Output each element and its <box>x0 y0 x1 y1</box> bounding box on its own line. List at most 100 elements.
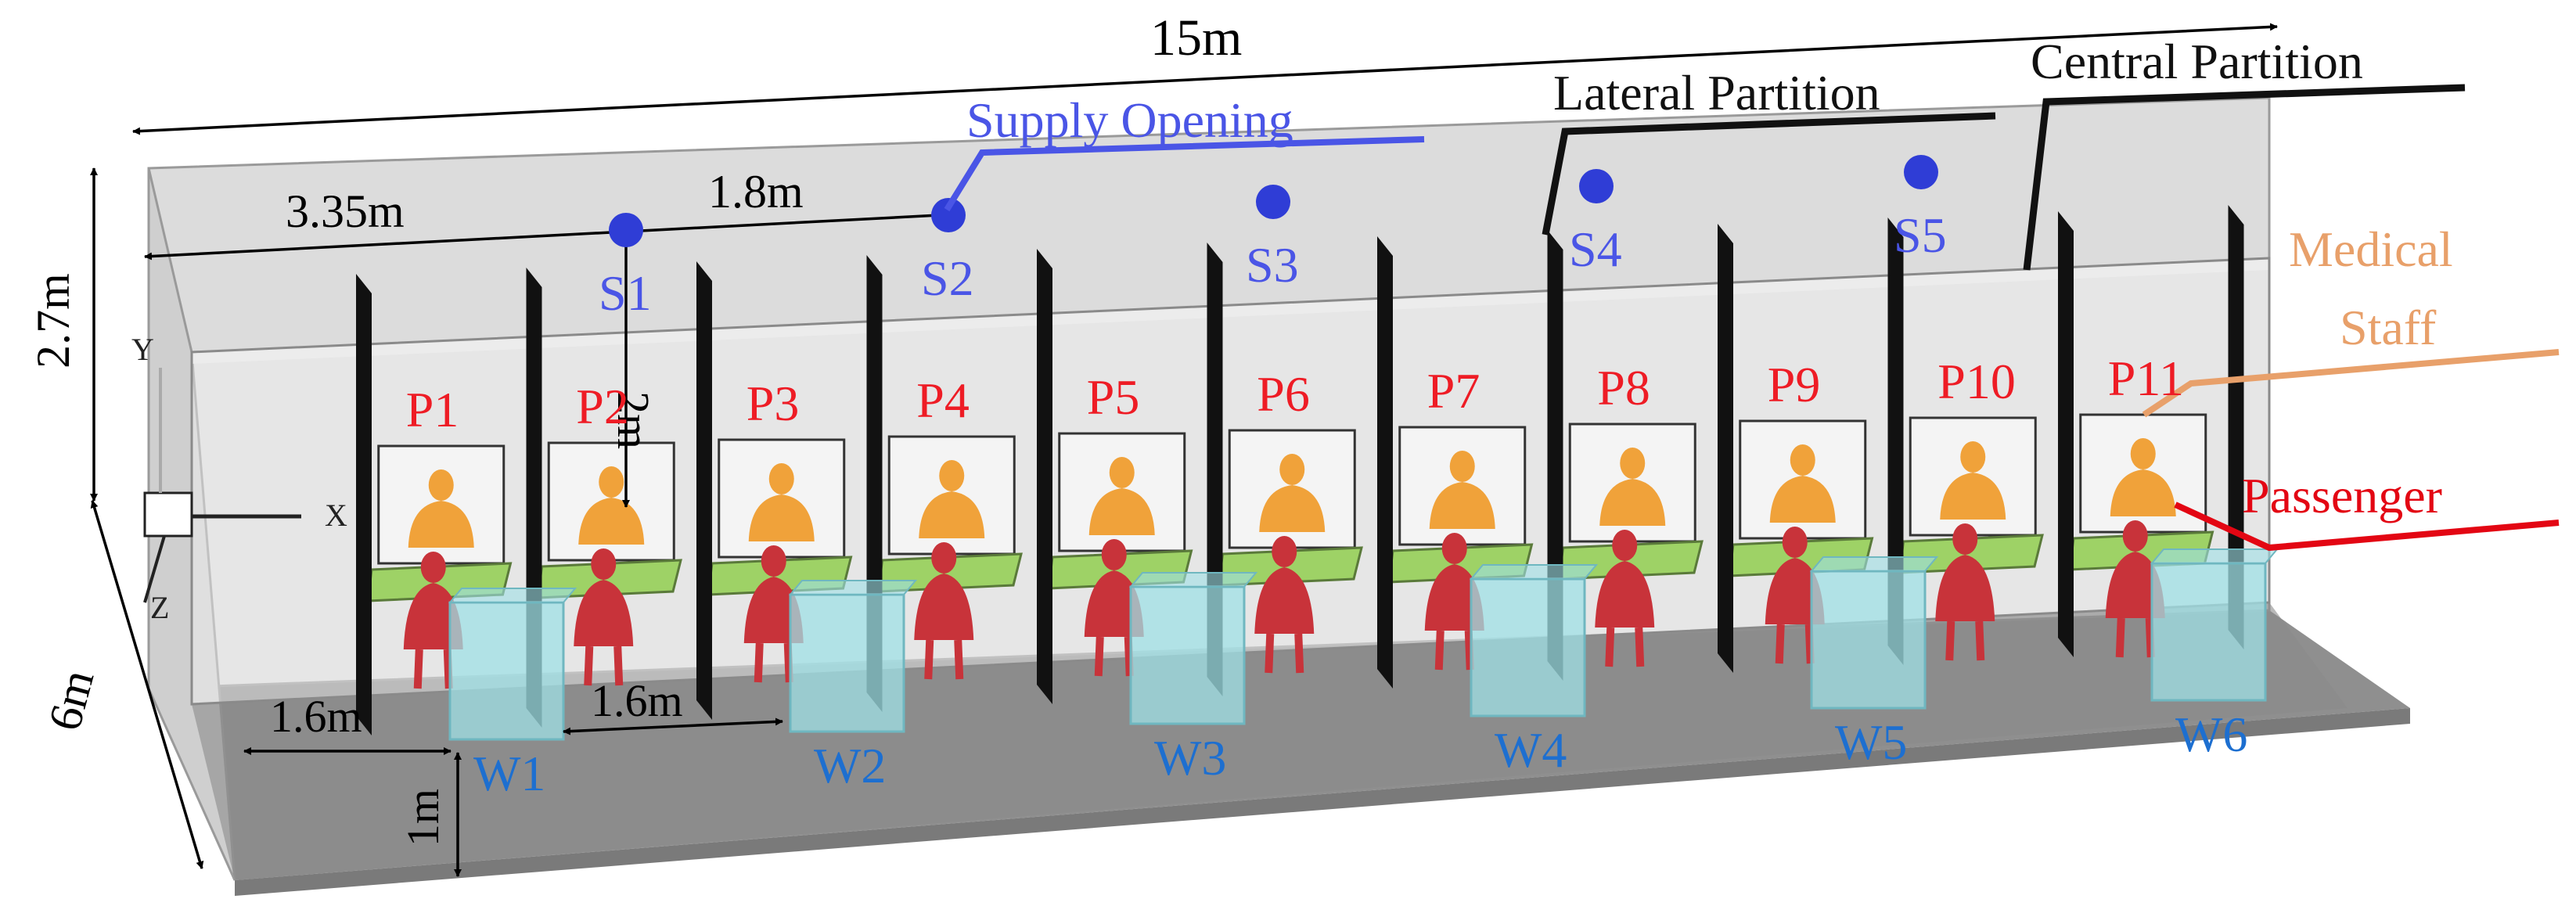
passenger-figure <box>1935 523 1995 661</box>
lateral-partition-leader <box>1542 112 1996 236</box>
callouts: Supply Opening Lateral Partition Central… <box>944 34 2560 552</box>
window-label: W3 <box>1154 730 1226 786</box>
supply-opening-label: Supply Opening <box>966 92 1293 148</box>
booth-width-a-label: 1.6m <box>270 691 362 742</box>
medical-staff-label-line2: Staff <box>2340 300 2437 355</box>
depth-label: 6m <box>38 664 104 735</box>
central-partition-label: Central Partition <box>2031 34 2363 89</box>
staff-position-label: P5 <box>1087 369 1140 425</box>
staff-position-label: P2 <box>576 379 629 434</box>
floor-band <box>235 708 2410 896</box>
booth <box>1898 416 2044 661</box>
booth <box>707 438 853 683</box>
spacing-label: 1.8m <box>708 166 804 218</box>
booth-width-b-label: 1.6m <box>591 675 683 726</box>
medical-staff-label-line1: Medical <box>2289 221 2453 277</box>
passenger-label: Passenger <box>2242 468 2442 523</box>
passenger-figure <box>574 548 634 686</box>
passenger-leader <box>2174 502 2560 552</box>
staff-position-label: P8 <box>1597 360 1650 415</box>
medical-staff-figure <box>1429 451 1495 529</box>
supply-opening-id-label: S1 <box>599 265 652 321</box>
height-label: 2.7m <box>27 273 79 369</box>
window <box>788 580 918 733</box>
medical-staff-figure <box>1088 457 1155 535</box>
medical-staff-figure <box>2110 438 2176 516</box>
lateral-partition <box>696 261 712 720</box>
lateral-partition <box>1887 218 1904 665</box>
axis-origin-box <box>143 491 193 538</box>
staff-position-label: P7 <box>1427 363 1480 419</box>
supply-opening-dot <box>1904 155 1938 189</box>
supply-opening-dot <box>609 213 643 247</box>
staff-position-label: P3 <box>747 376 800 431</box>
supply-openings-layer <box>609 155 1938 247</box>
medical-staff-figure <box>578 466 645 545</box>
y-axis-label: Y <box>131 332 154 367</box>
supply-opening-leader <box>944 136 1425 212</box>
booth <box>876 435 1023 680</box>
booth <box>2068 413 2214 658</box>
supply-opening-id-label: S3 <box>1246 237 1299 293</box>
staff-position-label: P4 <box>916 372 970 428</box>
passenger-figure <box>1084 539 1144 677</box>
window-height-label: 1m <box>398 789 448 847</box>
depth-dimension-line <box>90 500 204 869</box>
passenger-figure <box>1595 530 1655 667</box>
staff-position-label: P11 <box>2108 351 2184 406</box>
z-axis-label: Z <box>150 590 169 625</box>
lateral-partition <box>1377 236 1393 689</box>
supply-opening-dot <box>1256 185 1290 219</box>
medical-staff-figure <box>1769 444 1836 523</box>
supply-opening-dot <box>931 198 966 232</box>
medical-staff-figure <box>1259 454 1326 532</box>
booth <box>1557 423 1704 667</box>
window-label: W1 <box>473 746 545 801</box>
length-label: 15m <box>1150 9 1242 67</box>
lateral-partition <box>2228 205 2244 649</box>
window-label: W4 <box>1495 722 1567 778</box>
window-label: W6 <box>2175 707 2247 762</box>
supply-opening-dot <box>1579 169 1614 203</box>
passenger-figure <box>1254 536 1315 674</box>
medical-staff-figure <box>919 460 985 538</box>
axis-triad: X Y Z <box>131 332 347 625</box>
central-partition-leader <box>2023 84 2466 271</box>
booth <box>1217 429 1363 674</box>
staff-position-label: P10 <box>1937 354 2016 409</box>
spacing-dimension-line <box>625 211 940 236</box>
passenger-figure <box>743 545 804 683</box>
supply-height-label: 2m <box>608 391 659 449</box>
booth <box>1728 419 1874 664</box>
passenger-figure <box>1424 533 1484 671</box>
staff-position-label: P9 <box>1768 357 1821 412</box>
offset-dimension-line <box>144 228 627 261</box>
supply-opening-id-label: S2 <box>921 250 974 306</box>
booth-width-b-dimension-line <box>563 717 783 735</box>
medical-staff-leader <box>2142 349 2560 418</box>
x-axis-label: X <box>325 498 347 533</box>
window <box>1128 572 1258 725</box>
window <box>2150 548 2279 702</box>
passenger-figure <box>914 542 974 680</box>
passenger-figure <box>1765 527 1825 664</box>
medical-staff-figure <box>1599 448 1666 526</box>
window-label: W2 <box>814 738 886 793</box>
booth <box>366 444 513 689</box>
length-dimension-line <box>132 23 2278 135</box>
medical-staff-figure <box>1940 441 2006 520</box>
lateral-partition <box>1718 224 1733 673</box>
passenger-figure <box>403 552 463 689</box>
window <box>1809 556 1939 710</box>
supply-opening-id-label: S4 <box>1569 221 1622 277</box>
staff-position-label: P6 <box>1257 366 1310 422</box>
window-label: W5 <box>1835 714 1907 770</box>
window <box>1469 564 1599 717</box>
lateral-partition <box>356 274 372 735</box>
passenger-figure <box>2105 520 2165 658</box>
lateral-partition <box>2058 211 2074 657</box>
dimension-labels: 15m 2.7m 6m 3.35m 1.8m 2m 1.6m 1.6m 1m <box>27 9 1242 847</box>
booth <box>1047 432 1193 677</box>
